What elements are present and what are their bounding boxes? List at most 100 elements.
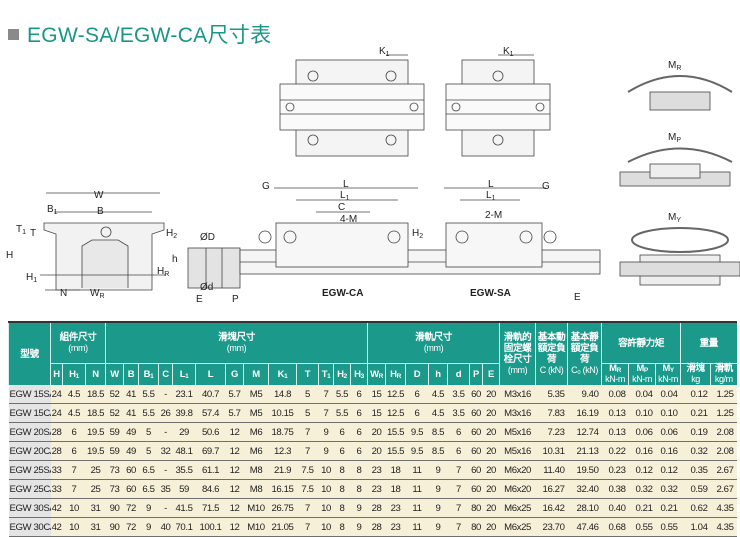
technical-drawings: K1 K1 MR MP MY W B1 B T1 T H H1 H2 N WR … [6, 46, 740, 305]
column-header: WR [367, 363, 386, 385]
value-cell: 5 [296, 385, 319, 404]
value-cell: 28 [50, 422, 63, 442]
top-view-ca [279, 54, 425, 157]
value-cell: 7.83 [535, 403, 568, 423]
value-cell: 24 [50, 403, 63, 423]
model-cell: EGW 20CA [8, 441, 51, 461]
value-cell: 28.10 [567, 498, 602, 518]
value-cell: 4.5 [428, 385, 448, 404]
value-cell: 71.5 [195, 498, 226, 518]
value-cell: 23 [367, 479, 386, 499]
value-cell: 20 [367, 441, 386, 461]
value-cell: 0.32 [655, 479, 681, 499]
column-header: G [225, 363, 244, 385]
value-cell: 20 [482, 441, 500, 461]
value-cell: 10 [62, 498, 86, 518]
svg-text:EGW-SA: EGW-SA [470, 288, 511, 299]
value-cell: 6 [405, 385, 429, 404]
value-cell: 9 [318, 422, 334, 442]
model-cell: EGW 20SA [8, 422, 51, 442]
value-cell: 0.16 [655, 441, 681, 461]
value-cell: 23 [367, 460, 386, 480]
value-cell: 40.7 [195, 385, 226, 404]
value-cell: 21.13 [567, 441, 602, 461]
value-cell: 60 [123, 479, 139, 499]
value-cell: 9 [138, 517, 159, 537]
value-cell: 20 [482, 385, 500, 404]
value-cell: M5 [243, 403, 269, 423]
value-cell: 16.15 [268, 479, 297, 499]
svg-text:W: W [94, 190, 104, 201]
svg-text:2-M: 2-M [485, 210, 502, 221]
value-cell: M3x16 [499, 403, 536, 423]
svg-text:L: L [343, 179, 349, 190]
value-cell: 2.67 [710, 479, 737, 499]
value-cell: 12.3 [268, 441, 297, 461]
value-cell: 8 [333, 479, 351, 499]
value-cell: 10.15 [268, 403, 297, 423]
value-cell: 52 [105, 385, 124, 404]
value-cell: 5 [138, 441, 159, 461]
value-cell: 6 [62, 422, 86, 442]
value-cell: 1.25 [710, 385, 737, 404]
value-cell: 4.5 [62, 403, 86, 423]
value-cell: 5.35 [535, 385, 568, 404]
svg-text:EGW-CA: EGW-CA [322, 288, 363, 299]
svg-text:h: h [172, 254, 178, 265]
value-cell: 8 [350, 460, 368, 480]
top-view-sa [445, 54, 551, 157]
value-cell: 41 [123, 385, 139, 404]
value-cell: 72 [123, 517, 139, 537]
column-header: B1 [138, 363, 159, 385]
value-cell: 60 [469, 403, 483, 423]
table-row: EGW 15SA244.518.552415.5-23.140.75.7M514… [8, 385, 737, 404]
value-cell: 20 [482, 460, 500, 480]
value-cell: 41.5 [172, 498, 196, 518]
value-cell: 80 [469, 498, 483, 518]
value-cell: 0.23 [601, 460, 629, 480]
value-cell: 7 [447, 517, 470, 537]
value-cell: 16.42 [535, 498, 568, 518]
value-cell: 42 [50, 498, 63, 518]
value-cell: 0.38 [601, 479, 629, 499]
value-cell: 12 [225, 498, 244, 518]
value-cell: 0.32 [680, 441, 711, 461]
value-cell: 9.40 [567, 385, 602, 404]
value-cell: 7.23 [535, 422, 568, 442]
svg-text:G: G [542, 181, 550, 192]
value-cell: 20 [482, 422, 500, 442]
column-header: HR [385, 363, 406, 385]
value-cell: 4.35 [710, 517, 737, 537]
value-cell: 15.5 [385, 422, 406, 442]
value-cell: 1.25 [710, 403, 737, 423]
value-cell: 3.5 [447, 385, 470, 404]
value-cell: 11 [405, 498, 429, 518]
front-view [40, 192, 166, 291]
value-cell: 72 [123, 498, 139, 518]
value-cell: 7 [296, 441, 319, 461]
value-cell: M8 [243, 460, 269, 480]
value-cell: 7.5 [296, 460, 319, 480]
column-header: B [123, 363, 139, 385]
value-cell: 19.50 [567, 460, 602, 480]
header-weight: 重量 [680, 321, 737, 364]
value-cell: 9 [138, 498, 159, 518]
value-cell: 7 [447, 479, 470, 499]
title-bullet-icon [8, 28, 19, 40]
svg-text:MR: MR [668, 60, 681, 72]
value-cell: 49 [123, 422, 139, 442]
value-cell: 12.5 [385, 403, 406, 423]
value-cell: 12 [225, 479, 244, 499]
value-cell: 28 [367, 498, 386, 518]
title-text: EGW-SA/EGW-CA尺寸表 [27, 24, 272, 47]
value-cell: 35.5 [172, 460, 196, 480]
value-cell: 23 [385, 517, 406, 537]
value-cell: 39.8 [172, 403, 196, 423]
value-cell: 10 [62, 517, 86, 537]
column-header: H1 [62, 363, 86, 385]
value-cell: 10 [318, 479, 334, 499]
